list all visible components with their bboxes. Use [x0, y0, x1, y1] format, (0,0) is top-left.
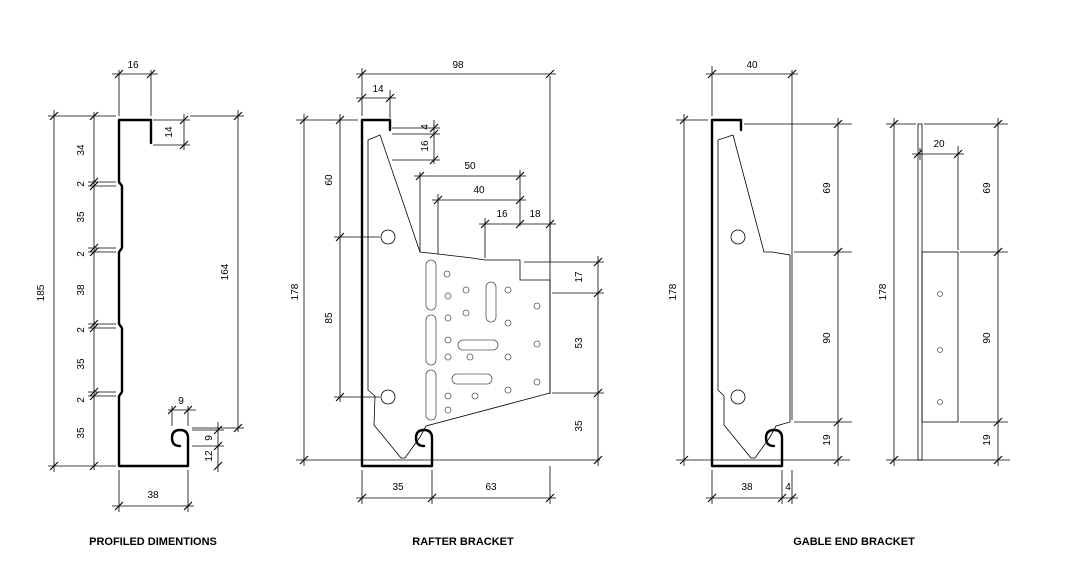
profile-section-outline	[117, 118, 190, 468]
rafter-middle-dim: 85	[324, 312, 335, 324]
gable-height: 178	[668, 283, 679, 300]
gable-plate-side-view	[917, 123, 923, 461]
profile-segment-5: 38	[76, 284, 87, 296]
profile-segment-9: 35	[76, 427, 87, 439]
profile-overall-height: 185	[36, 284, 47, 301]
profile-hook-gap: 9	[204, 435, 215, 441]
gable-bottom-gap: 4	[785, 482, 791, 493]
rafter-lip-top: 4	[420, 124, 431, 130]
rafter-slot	[457, 339, 499, 351]
rafter-slot	[425, 369, 437, 421]
profile-segment-2: 2	[76, 181, 87, 187]
gable-right-19: 19	[822, 434, 833, 446]
rafter-bottom-left: 35	[392, 482, 404, 493]
rafter-plate-16: 16	[496, 209, 508, 220]
gable-plate-hole	[937, 399, 943, 405]
gable-end-bracket-drawing: 40 178 69 90 19 38 4	[668, 60, 1010, 504]
gable-upper-hole	[730, 229, 746, 245]
gable-bracket-plate-outline	[717, 134, 791, 459]
rafter-plate-40: 40	[473, 185, 485, 196]
gable-bottom-width: 38	[741, 482, 753, 493]
rafter-slot	[425, 314, 437, 366]
profile-top-width: 16	[127, 60, 139, 71]
profile-hook-width: 9	[178, 396, 184, 407]
gable-plate-hole	[937, 291, 943, 297]
gable-right-69: 69	[822, 182, 833, 194]
rafter-lower-hole	[380, 389, 396, 405]
rafter-flange: 14	[372, 84, 384, 95]
gable-top-width: 40	[746, 60, 758, 71]
rafter-right-17: 17	[574, 271, 585, 283]
gable-plate-19: 19	[982, 434, 993, 446]
profile-lip: 14	[164, 126, 175, 138]
profile-segment-8: 2	[76, 397, 87, 403]
gable-lower-hole	[730, 389, 746, 405]
rafter-height: 178	[290, 283, 301, 300]
rafter-bracket-plate-outline	[367, 134, 551, 459]
rafter-bracket-section-outline	[360, 118, 434, 468]
gable-plate-height: 178	[878, 283, 889, 300]
rafter-right-53: 53	[574, 337, 585, 349]
caption-profiled-dimentions: PROFILED DIMENTIONS	[89, 536, 217, 548]
rafter-plate-18: 18	[529, 209, 541, 220]
caption-gable-end-bracket: GABLE END BRACKET	[793, 536, 915, 548]
profile-segment-4: 2	[76, 251, 87, 257]
caption-rafter-bracket: RAFTER BRACKET	[412, 536, 514, 548]
gable-bracket-section-outline	[710, 118, 784, 468]
profile-segment-1: 34	[76, 144, 87, 156]
profile-drawing: 16 14 185 34 2 35	[36, 60, 244, 512]
profile-bottom-width: 38	[147, 490, 159, 501]
profile-segment-6: 2	[76, 327, 87, 333]
rafter-plate-50: 50	[464, 161, 476, 172]
rafter-slot	[485, 281, 497, 323]
gable-plate-90: 90	[982, 332, 993, 344]
gable-plate-width: 20	[933, 139, 945, 150]
profile-hook-height: 12	[204, 450, 215, 462]
profile-segment-7: 35	[76, 358, 87, 370]
gable-right-90: 90	[822, 332, 833, 344]
profile-segment-3: 35	[76, 211, 87, 223]
gable-plate-hole	[937, 347, 943, 353]
rafter-upper-hole	[380, 229, 396, 245]
gable-plate-69: 69	[982, 182, 993, 194]
rafter-lip-drop: 16	[420, 140, 431, 152]
rafter-overall-width: 98	[452, 60, 464, 71]
rafter-bracket-drawing: 98 14 4 16 50 40 16 18	[290, 60, 604, 504]
gable-plate-face	[921, 251, 959, 423]
profile-inner-height: 164	[220, 263, 231, 280]
rafter-upper-dim: 60	[324, 174, 335, 186]
rafter-right-35: 35	[574, 420, 585, 432]
rafter-perforation-holes	[443, 270, 541, 414]
rafter-slot	[425, 259, 437, 311]
rafter-bottom-right: 63	[485, 482, 497, 493]
rafter-slot	[451, 373, 493, 385]
